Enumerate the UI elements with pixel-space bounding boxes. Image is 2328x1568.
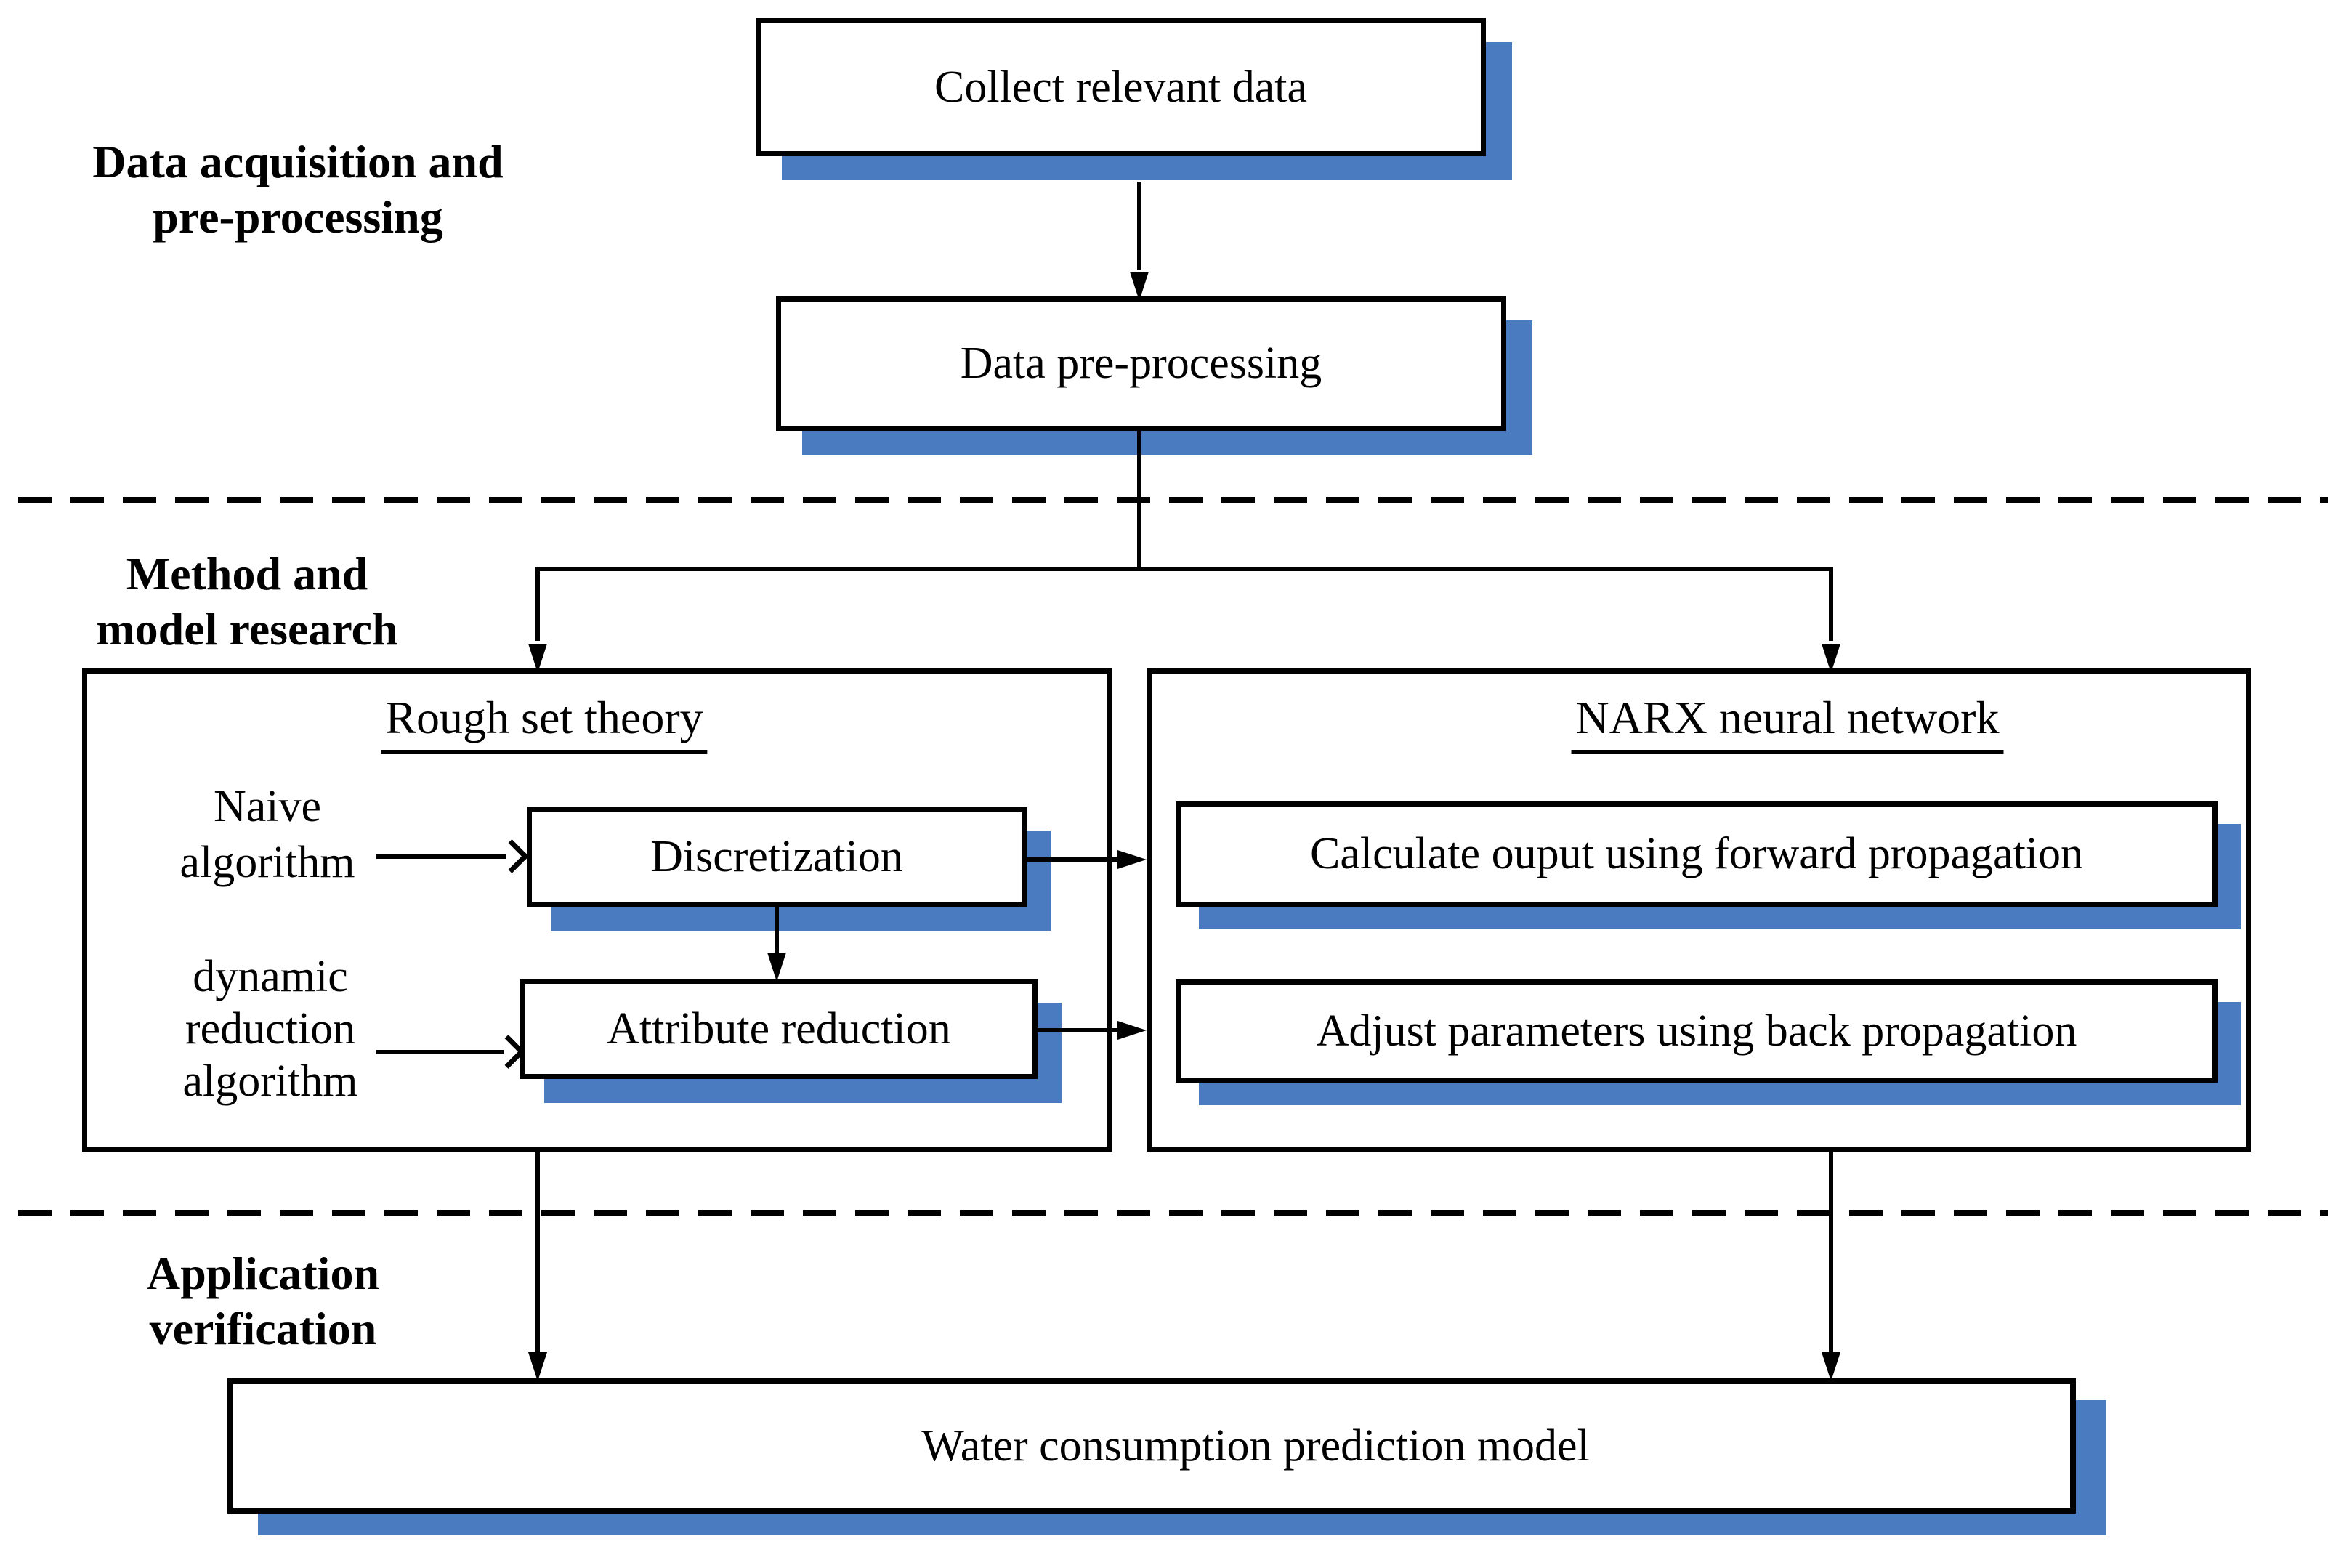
dynamic-reduction-label: dynamic reduction algorithm	[182, 952, 358, 1106]
arrow-attribute-to-back-line	[1038, 1028, 1117, 1032]
discretization-label: Discretization	[650, 831, 903, 881]
arrow-attribute-to-back-head	[1117, 1021, 1147, 1040]
section-label-data-acquisition: Data acquisition and pre-processing	[92, 136, 504, 243]
arrow-discretization-to-attribute-line	[775, 907, 779, 953]
branch-left-drop-line	[535, 571, 540, 641]
rough-set-title: Rough set theory	[381, 695, 708, 754]
attribute-reduction-label: Attribute reduction	[607, 1003, 951, 1054]
section-divider-1	[18, 497, 2328, 503]
preprocess-label: Data pre-processing	[960, 339, 1322, 389]
arrow-naive-to-discretization-line	[376, 854, 506, 859]
branch-horizontal-line	[535, 567, 1833, 571]
arrow-collect-to-preprocess-line	[1137, 182, 1141, 270]
collect-data-label: Collect relevant data	[934, 62, 1307, 112]
preprocess-box: Data pre-processing	[776, 296, 1506, 431]
attribute-reduction-box: Attribute reduction	[520, 979, 1038, 1079]
back-propagation-label: Adjust parameters using back propagation	[1316, 1006, 2077, 1056]
rough-set-container	[82, 668, 1112, 1152]
arrow-collect-to-preprocess-head	[1130, 272, 1149, 301]
arrow-discretization-to-attribute-head	[767, 953, 786, 982]
naive-algorithm-label: Naive algorithm	[179, 782, 355, 887]
forward-propagation-box: Calculate ouput using forward propagatio…	[1176, 801, 2218, 907]
back-propagation-box: Adjust parameters using back propagation	[1176, 979, 2218, 1083]
discretization-box: Discretization	[527, 807, 1027, 907]
arrow-dynamic-to-attribute-line	[376, 1050, 504, 1054]
narx-container	[1147, 668, 2251, 1152]
arrow-narx-to-model-line	[1829, 1152, 1833, 1352]
arrow-discretization-to-forward-line	[1027, 857, 1117, 862]
prediction-model-box: Water consumption prediction model	[227, 1378, 2076, 1514]
arrow-rough-to-model-head	[528, 1352, 547, 1381]
branch-left-drop-head	[528, 644, 547, 673]
arrow-preprocess-down-line	[1137, 431, 1141, 569]
forward-propagation-label: Calculate ouput using forward propagatio…	[1309, 829, 2084, 879]
section-divider-2	[18, 1210, 2328, 1216]
section-label-method-research: Method and model research	[96, 548, 398, 655]
narx-title: NARX neural network	[1571, 695, 2004, 754]
branch-right-drop-head	[1822, 644, 1840, 673]
branch-right-drop-line	[1829, 571, 1833, 641]
arrow-narx-to-model-head	[1822, 1352, 1840, 1381]
prediction-model-label: Water consumption prediction model	[921, 1421, 1590, 1471]
section-label-application-verification: Application verification	[146, 1248, 380, 1354]
arrow-rough-to-model-line	[535, 1152, 540, 1352]
arrow-discretization-to-forward-head	[1117, 850, 1147, 869]
collect-data-box: Collect relevant data	[756, 18, 1486, 156]
